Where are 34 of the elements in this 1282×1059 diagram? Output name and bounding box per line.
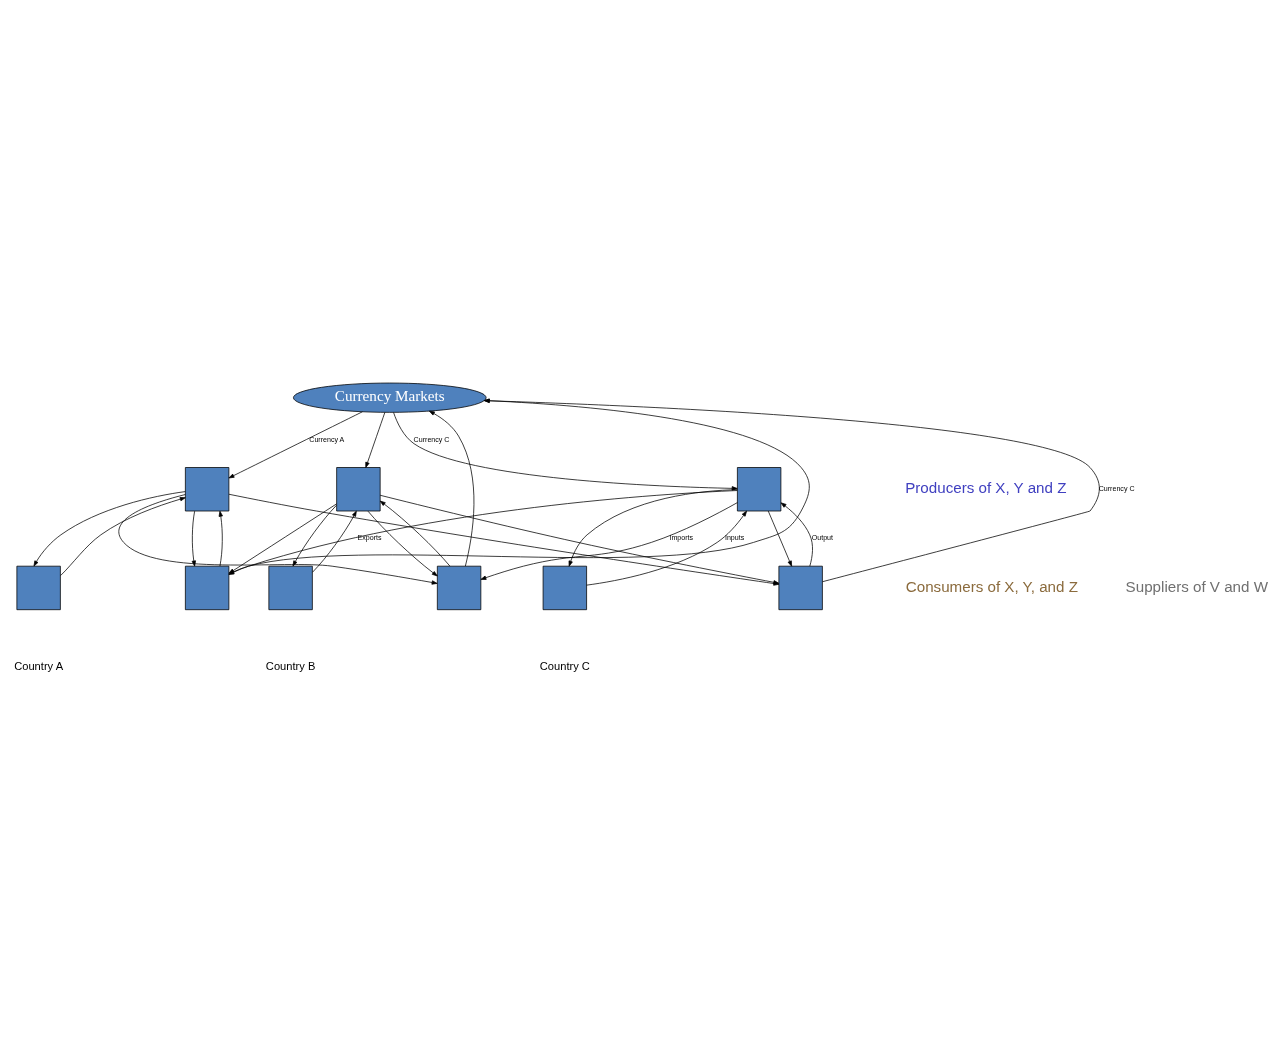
- node-box: [336, 467, 381, 512]
- arrow: [780, 502, 813, 567]
- arrow: [228, 411, 363, 479]
- node-box: [185, 565, 230, 611]
- label: Consumers of X, Y, and Z: [905, 577, 1078, 595]
- label: Country C: [539, 659, 590, 672]
- node-box: [185, 467, 230, 512]
- arrow: [767, 510, 793, 567]
- label: Country A: [14, 659, 64, 672]
- arrow: [379, 500, 451, 567]
- arrow: [33, 491, 186, 567]
- arrow: [118, 494, 438, 585]
- arrow: [292, 504, 337, 567]
- arrow: [365, 411, 386, 468]
- arrow: [393, 412, 738, 491]
- label: Suppliers of V and W: [1125, 577, 1269, 595]
- arrow: [60, 497, 186, 576]
- node-box: [737, 467, 782, 512]
- arrow: [191, 510, 196, 567]
- arrow: [218, 510, 223, 567]
- label: Country B: [265, 659, 316, 672]
- node-box: [778, 565, 823, 611]
- node-box: [542, 565, 587, 611]
- node-box: [436, 565, 482, 611]
- node-box: [16, 565, 61, 611]
- arrow: [586, 510, 747, 586]
- label: Producers of X, Y and Z: [905, 479, 1067, 497]
- node-ellipse: Currency Markets: [293, 382, 487, 413]
- arrow: [568, 489, 738, 567]
- arrow: [480, 502, 738, 580]
- arrow: [429, 410, 475, 567]
- arrow: [367, 510, 438, 577]
- node-box: [268, 565, 313, 611]
- arrow: [312, 510, 357, 573]
